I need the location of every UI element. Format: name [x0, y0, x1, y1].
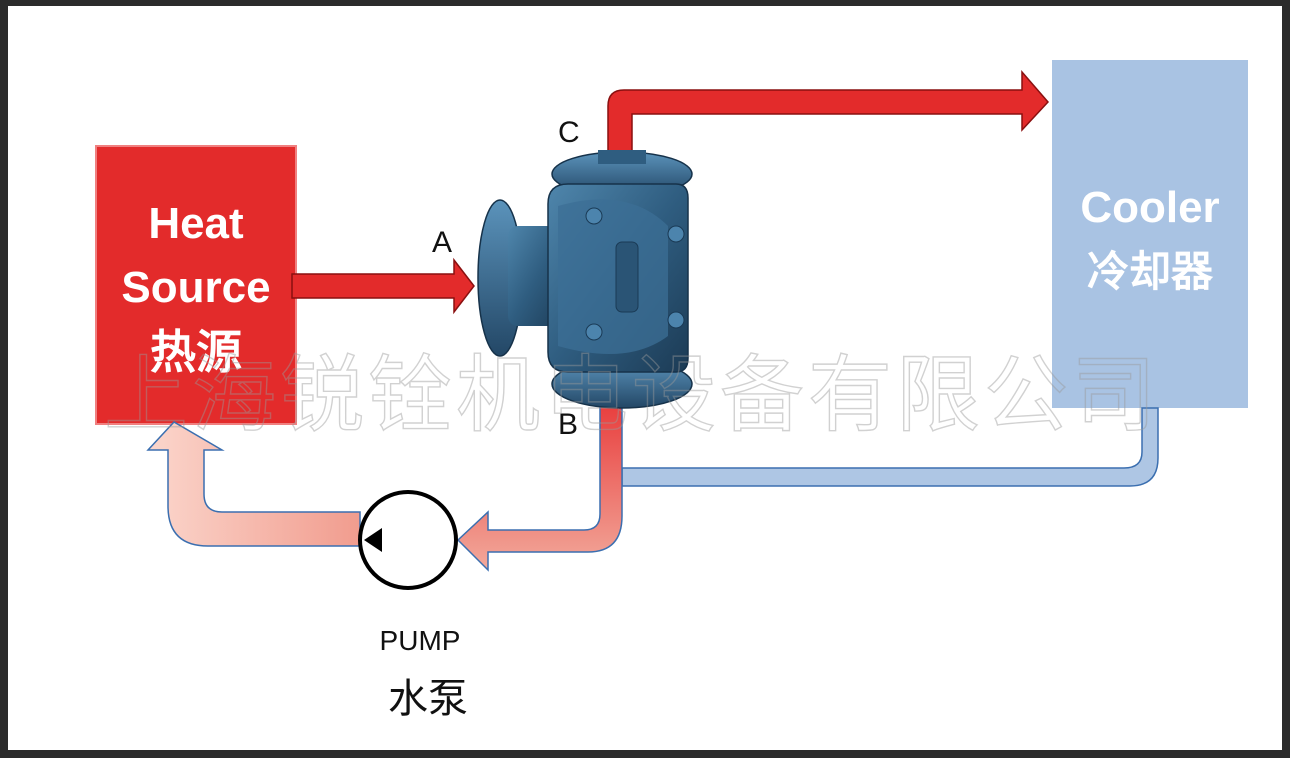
- heat-source-label-line3: 热源: [150, 326, 242, 378]
- diagram-canvas: Heat Source 热源 Cooler 冷却器: [8, 6, 1282, 750]
- heat-source-box: [95, 145, 297, 425]
- mixed-flow-b: [456, 397, 623, 572]
- watermark-text: 上海锐铨机电设备有限公司: [104, 346, 1160, 444]
- heat-source-label-line1: Heat: [148, 199, 244, 248]
- flow-diagram: Heat Source 热源 Cooler 冷却器: [95, 60, 1248, 721]
- pump-label-cn: 水泵: [388, 677, 468, 721]
- heat-source-label-line2: Source: [121, 263, 270, 312]
- hot-flow-arrow-a: [291, 257, 475, 315]
- pump-label-en: PUMP: [380, 625, 461, 656]
- cooler-label-line1: Cooler: [1080, 183, 1219, 232]
- cooler-box: [1052, 60, 1248, 408]
- port-label-b: B: [558, 408, 578, 441]
- return-flow-body: [146, 421, 361, 547]
- pump-symbol: [358, 490, 458, 590]
- port-label-a: A: [432, 226, 452, 259]
- port-label-c: C: [558, 116, 580, 149]
- three-way-valve: [477, 150, 693, 409]
- hot-flow-arrow-c: [607, 69, 1050, 157]
- cooler-label-line2: 冷却器: [1087, 248, 1214, 295]
